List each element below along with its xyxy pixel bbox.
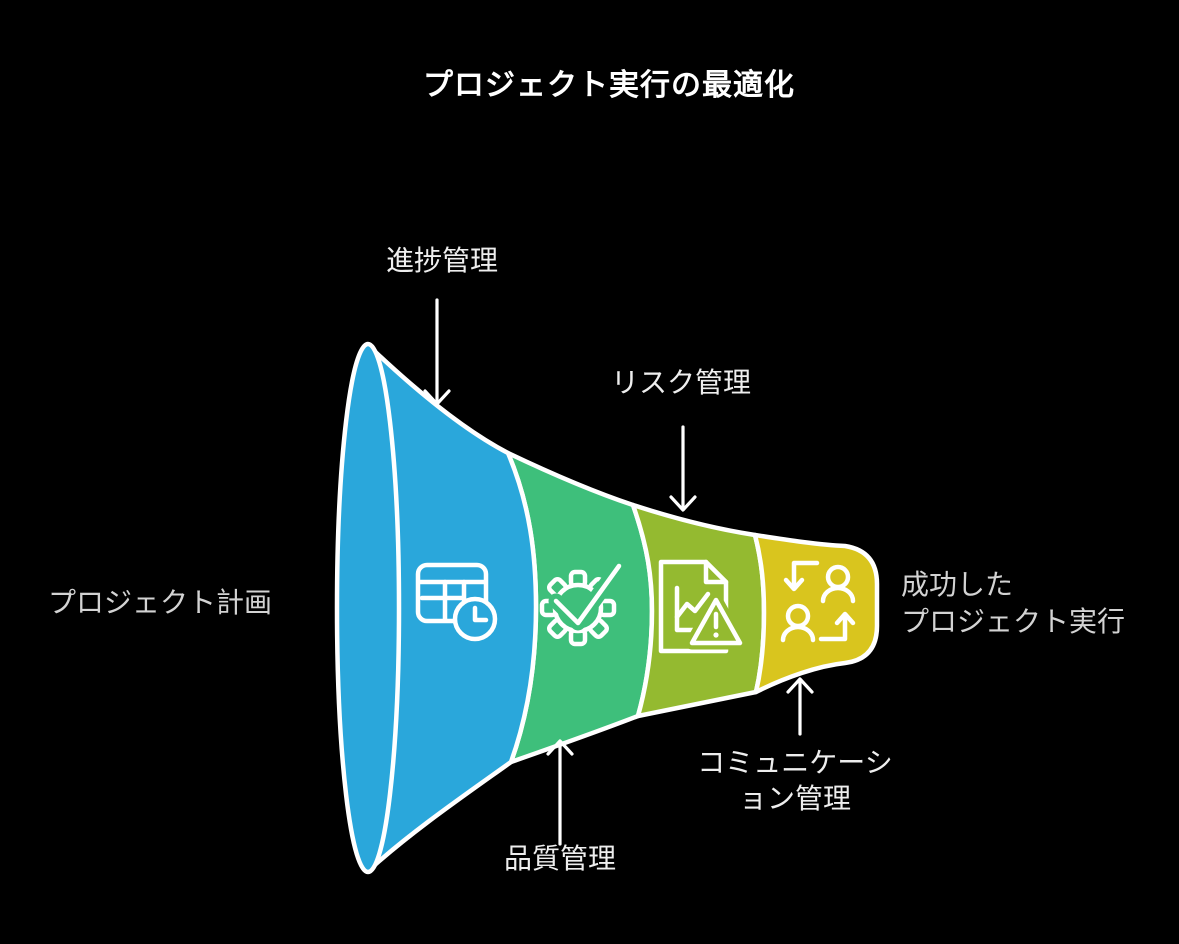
people-exchange-icon: [780, 560, 856, 643]
page-title: プロジェクト実行の最適化: [423, 69, 795, 102]
stage-label-quality: 品質管理: [503, 843, 617, 874]
stage-label-progress: 進捗管理: [385, 245, 499, 276]
report-warning-icon: [658, 559, 747, 654]
funnel-mouth-ellipse: [334, 341, 402, 875]
risk-label-arrow: [669, 425, 697, 512]
gear-check-icon: [539, 558, 627, 647]
stage-label-risk: リスク管理: [610, 367, 752, 398]
stage-label-communication-line2: ョン管理: [738, 783, 852, 814]
funnel-output-label: 成功した プロジェクト実行: [901, 566, 1125, 640]
quality-label-arrow: [546, 739, 574, 846]
funnel-output-label-line2: プロジェクト実行: [901, 606, 1126, 637]
schedule-table-clock-icon: [415, 562, 498, 642]
label-arrows: [423, 298, 814, 846]
communication-label-arrow: [786, 677, 814, 736]
stage-label-communication: コミュニケーシ ョン管理: [697, 745, 892, 817]
stage-label-communication-line1: コミュニケーシ: [697, 747, 893, 778]
funnel-segment-communication: [752, 532, 880, 695]
funnel-output-label-line1: 成功した: [901, 569, 1014, 600]
progress-label-arrow: [423, 298, 451, 406]
funnel-input-label: プロジェクト計画: [48, 587, 273, 618]
warning-dot: [713, 632, 719, 638]
